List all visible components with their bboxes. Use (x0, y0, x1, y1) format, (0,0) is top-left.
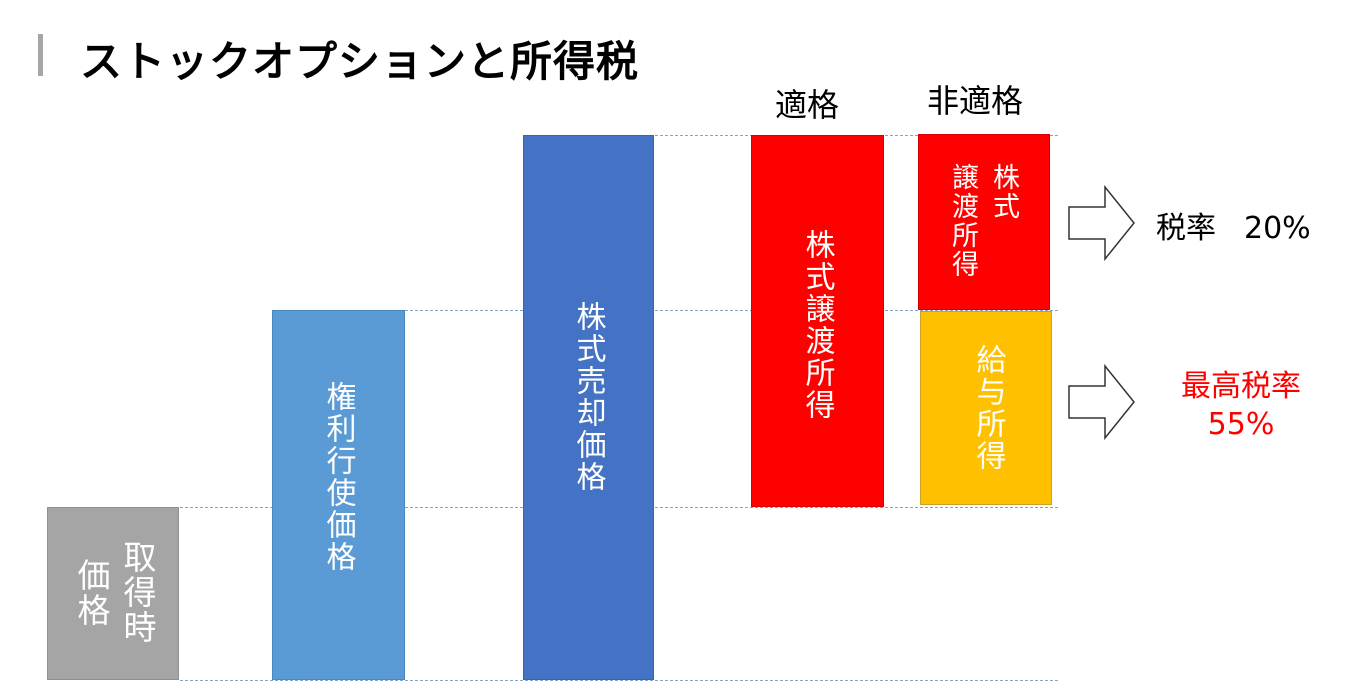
salary-income-label: 給与所得 (970, 344, 1006, 472)
guide-line-baseline (180, 680, 1058, 681)
page-title: ストックオプションと所得税 (80, 37, 640, 86)
salary-income-bar: 給与所得 (920, 311, 1052, 505)
exercise-price-bar: 権利行使価格 (272, 310, 405, 680)
title-accent-bar (38, 34, 43, 76)
sale-price-bar: 株式売却価格 (523, 135, 654, 680)
salary-max-tax-rate-value: 55% (1207, 406, 1275, 442)
salary-max-tax-rate-label: 最高税率 (1181, 369, 1301, 404)
acquisition-price-bar: 取得時 価格 (47, 507, 179, 680)
sale-price-label: 株式売却価格 (570, 301, 606, 493)
salary-max-tax-rate: 最高税率 55% (1166, 368, 1316, 443)
guide-line-exercise (405, 310, 1058, 311)
qualified-capital-gain-label: 株式譲渡所得 (799, 229, 835, 421)
arrow-right-icon (1068, 185, 1135, 261)
qualified-capital-gain-bar: 株式譲渡所得 (751, 135, 884, 507)
qualified-header: 適格 (775, 86, 840, 124)
arrow-right-icon (1068, 364, 1135, 440)
acquisition-label-col1: 取得時 (117, 540, 157, 645)
nq-capital-label-col2: 譲渡所得 (947, 163, 979, 279)
non-qualified-capital-gain-bar: 株式 譲渡所得 (918, 134, 1050, 310)
non-qualified-header: 非適格 (927, 82, 1024, 120)
capital-gain-tax-rate: 税率 20% (1156, 203, 1311, 247)
capital-gain-tax-rate-label: 税率 (1156, 211, 1216, 246)
acquisition-label-col2: 価格 (71, 558, 111, 628)
exercise-price-label: 権利行使価格 (320, 381, 356, 573)
nq-capital-label-col1: 株式 (988, 163, 1020, 221)
capital-gain-tax-rate-value: 20% (1244, 211, 1311, 246)
